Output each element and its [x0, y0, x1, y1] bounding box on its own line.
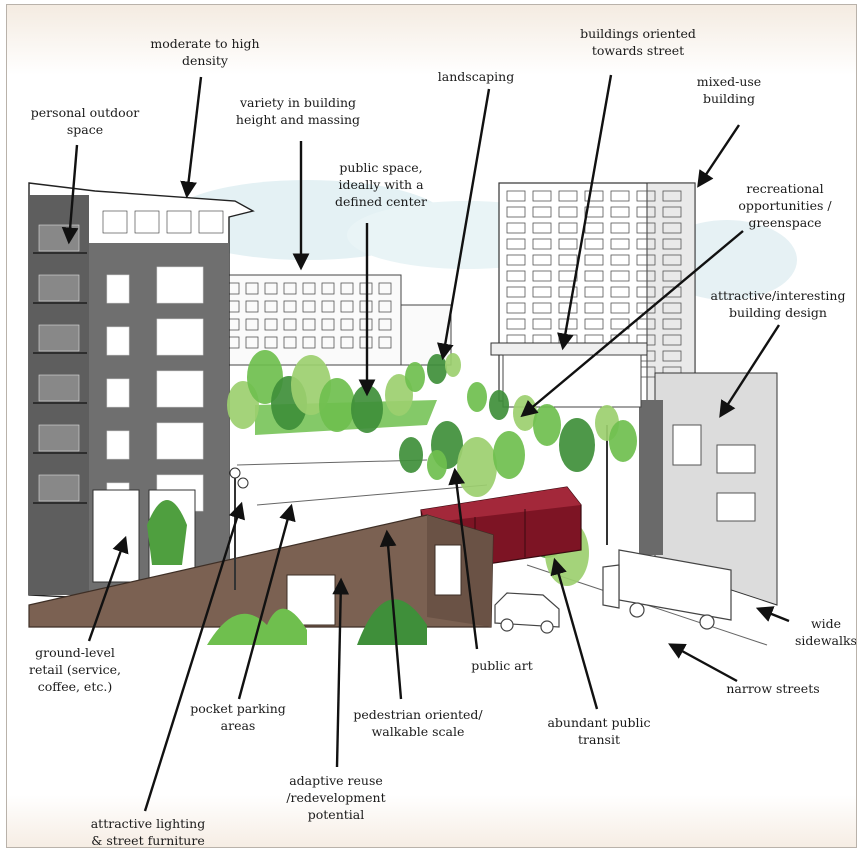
diagram-frame: moderate to high density personal outdoo… — [6, 4, 857, 848]
label-moderate-density: moderate to high density — [150, 36, 260, 68]
street-scene-illustration — [28, 74, 797, 812]
street-lamp — [229, 467, 249, 590]
label-wide-sidewalks: wide sidewalks — [795, 616, 857, 648]
adaptive-reuse-wall — [28, 514, 494, 628]
parked-car — [494, 592, 560, 634]
annotation-arrows — [61, 74, 790, 812]
label-pocket-parking: pocket parking areas — [190, 701, 286, 733]
label-narrow-streets: narrow streets — [726, 681, 820, 696]
foreground-shrubs — [147, 500, 427, 645]
label-buildings-oriented: buildings oriented towards street — [580, 26, 696, 58]
label-attractive-design: attractive/interesting building design — [710, 288, 846, 320]
storefront-canopy — [490, 342, 648, 408]
label-attractive-lighting: attractive lighting & street furniture — [90, 816, 206, 848]
right-building — [639, 372, 778, 606]
label-public-space: public space, ideally with a defined cen… — [334, 160, 427, 209]
delivery-truck — [602, 549, 732, 630]
background-buildings — [220, 274, 452, 366]
label-landscaping: landscaping — [437, 69, 515, 84]
label-adaptive-reuse: adaptive reuse /redevelopment potential — [286, 773, 386, 822]
label-ground-retail: ground-level retail (service, coffee, et… — [29, 645, 121, 694]
left-mixed-use-building — [28, 182, 255, 606]
label-public-art: public art — [471, 658, 533, 673]
label-variety-in-height: variety in building height and massing — [235, 95, 361, 127]
label-recreational: recreational opportunities / greenspace — [738, 181, 832, 230]
label-mixed-use-building: mixed-use building — [696, 74, 762, 106]
label-pedestrian: pedestrian oriented/ walkable scale — [353, 707, 483, 739]
label-personal-outdoor-space: personal outdoor space — [30, 105, 140, 137]
label-abundant-transit: abundant public transit — [547, 715, 651, 747]
